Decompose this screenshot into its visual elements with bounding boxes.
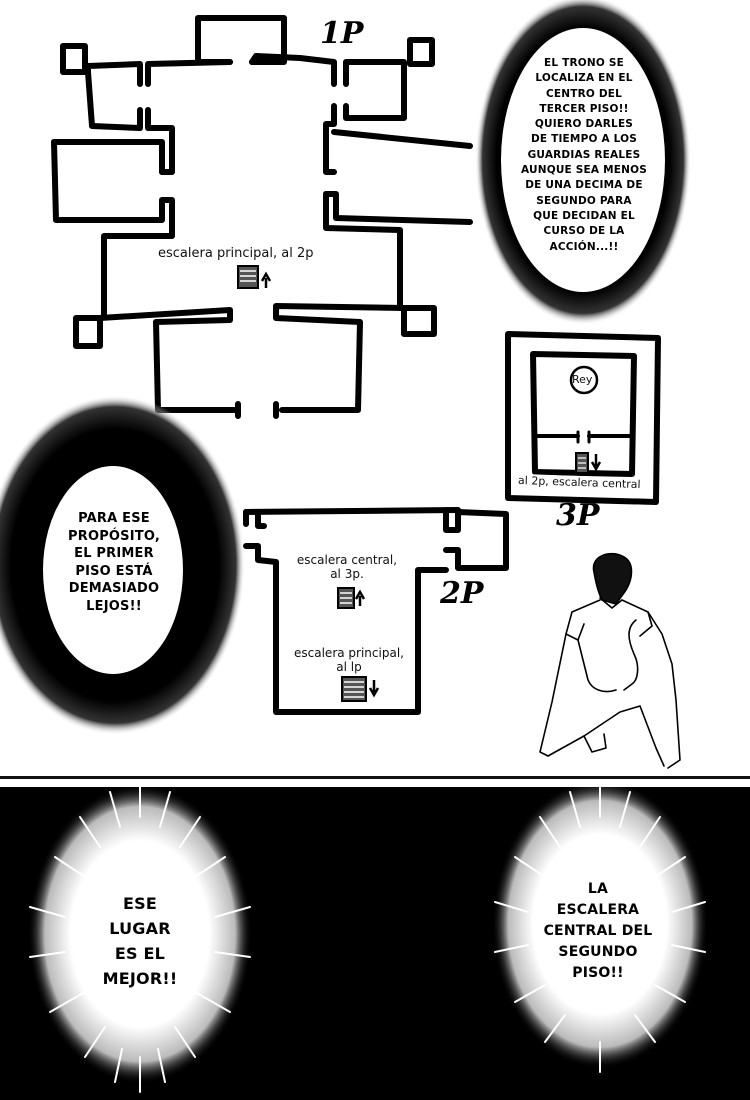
bubble-line: PROPÓSITO, [68,528,160,544]
bubble-line: SEGUNDO [558,944,638,960]
bubble-line: DEMASIADO [68,581,160,596]
bubble-line: EL TRONO SE [544,57,624,69]
bubble-line: CENTRO DEL [545,87,623,100]
bubble-line: LUGAR [109,919,171,938]
floor3-stair-icon [575,452,602,474]
bubble-line: LEJOS!! [86,598,142,614]
bottom-panel: ESE LUGAR ES EL MEJOR!! LA ESCALERA CENT… [0,787,750,1100]
bubble-line: DE TIEMPO A LOS [530,133,638,146]
bubble-line: ES EL [114,944,166,963]
throne-thought-text: EL TRONO SE LOCALIZA EN EL CENTRO DEL TE… [510,56,658,255]
bubble-line: CURSO DE LA [543,225,625,238]
bubble-line: EL PRIMER [74,546,154,561]
best-place-text: ESE LUGAR ES EL MEJOR!! [80,891,200,991]
bubble-line: MEJOR!! [102,969,178,988]
bubble-line: ESE [123,894,157,913]
bubble-line: GUARDIAS REALES [527,148,641,161]
throne-circle [569,365,599,395]
bubble-line: LOCALIZA EN EL [535,72,633,85]
bubble-line: PARA ESE [78,511,150,526]
bubble-line: CENTRAL DEL [543,923,653,939]
bubble-line: PISO ESTÁ [75,563,153,579]
floor2-main-stair-label-line2: al lp [336,660,362,675]
floor3-title: 3P [556,498,600,533]
throne-label: Rey [572,373,593,386]
purpose-thought-text: PARA ESE PROPÓSITO, EL PRIMER PISO ESTÁ … [58,510,170,615]
floor-maps-drawing [0,0,691,769]
floor2-central-stair-icon [337,587,366,609]
floor2-central-stair-label-line1: escalera central, [296,553,398,567]
crouching-character [539,552,681,769]
floor2-main-stair-label-line1: escalera principal, [294,646,404,660]
burst-bubbles-drawing [28,787,708,1093]
floor3-map [505,331,661,505]
central-stair-text: LA ESCALERA CENTRAL DEL SEGUNDO PISO!! [528,879,668,984]
floor2-title: 2P [440,576,484,611]
best-place-burst [28,787,252,1093]
bubble-line: QUIERO DARLES [534,118,634,131]
bubble-line: SEGUNDO PARA [536,194,632,207]
bubble-line: TERCER PISO!! [539,102,629,115]
bubble-line: ESCALERA [556,902,640,918]
floor2-main-stair-label: escalera principal, al lp [282,646,416,675]
bubble-line: QUE DECIDAN EL [533,209,635,222]
floor1-stair-icon [237,265,272,289]
bubble-line: AUNQUE SEA MENOS [520,164,647,177]
central-stair-burst [492,787,708,1073]
floor1-stair-label: escalera principal, al 2p [158,246,314,261]
bubble-line: LA [587,881,609,897]
bubble-line: ACCIÓN...!! [549,240,619,253]
floor1-map [51,15,473,419]
panel-border [0,776,750,779]
floor2-central-stair-label: escalera central, al 3p. [282,553,412,582]
bubble-line: PISO!! [572,965,624,981]
bubble-line: DE UNA DECIMA DE [525,179,643,192]
floor1-title: 1P [320,16,364,51]
floor2-main-stair-icon [341,676,380,702]
floor2-map [243,507,509,715]
floor2-central-stair-label-line2: al 3p. [330,567,364,582]
